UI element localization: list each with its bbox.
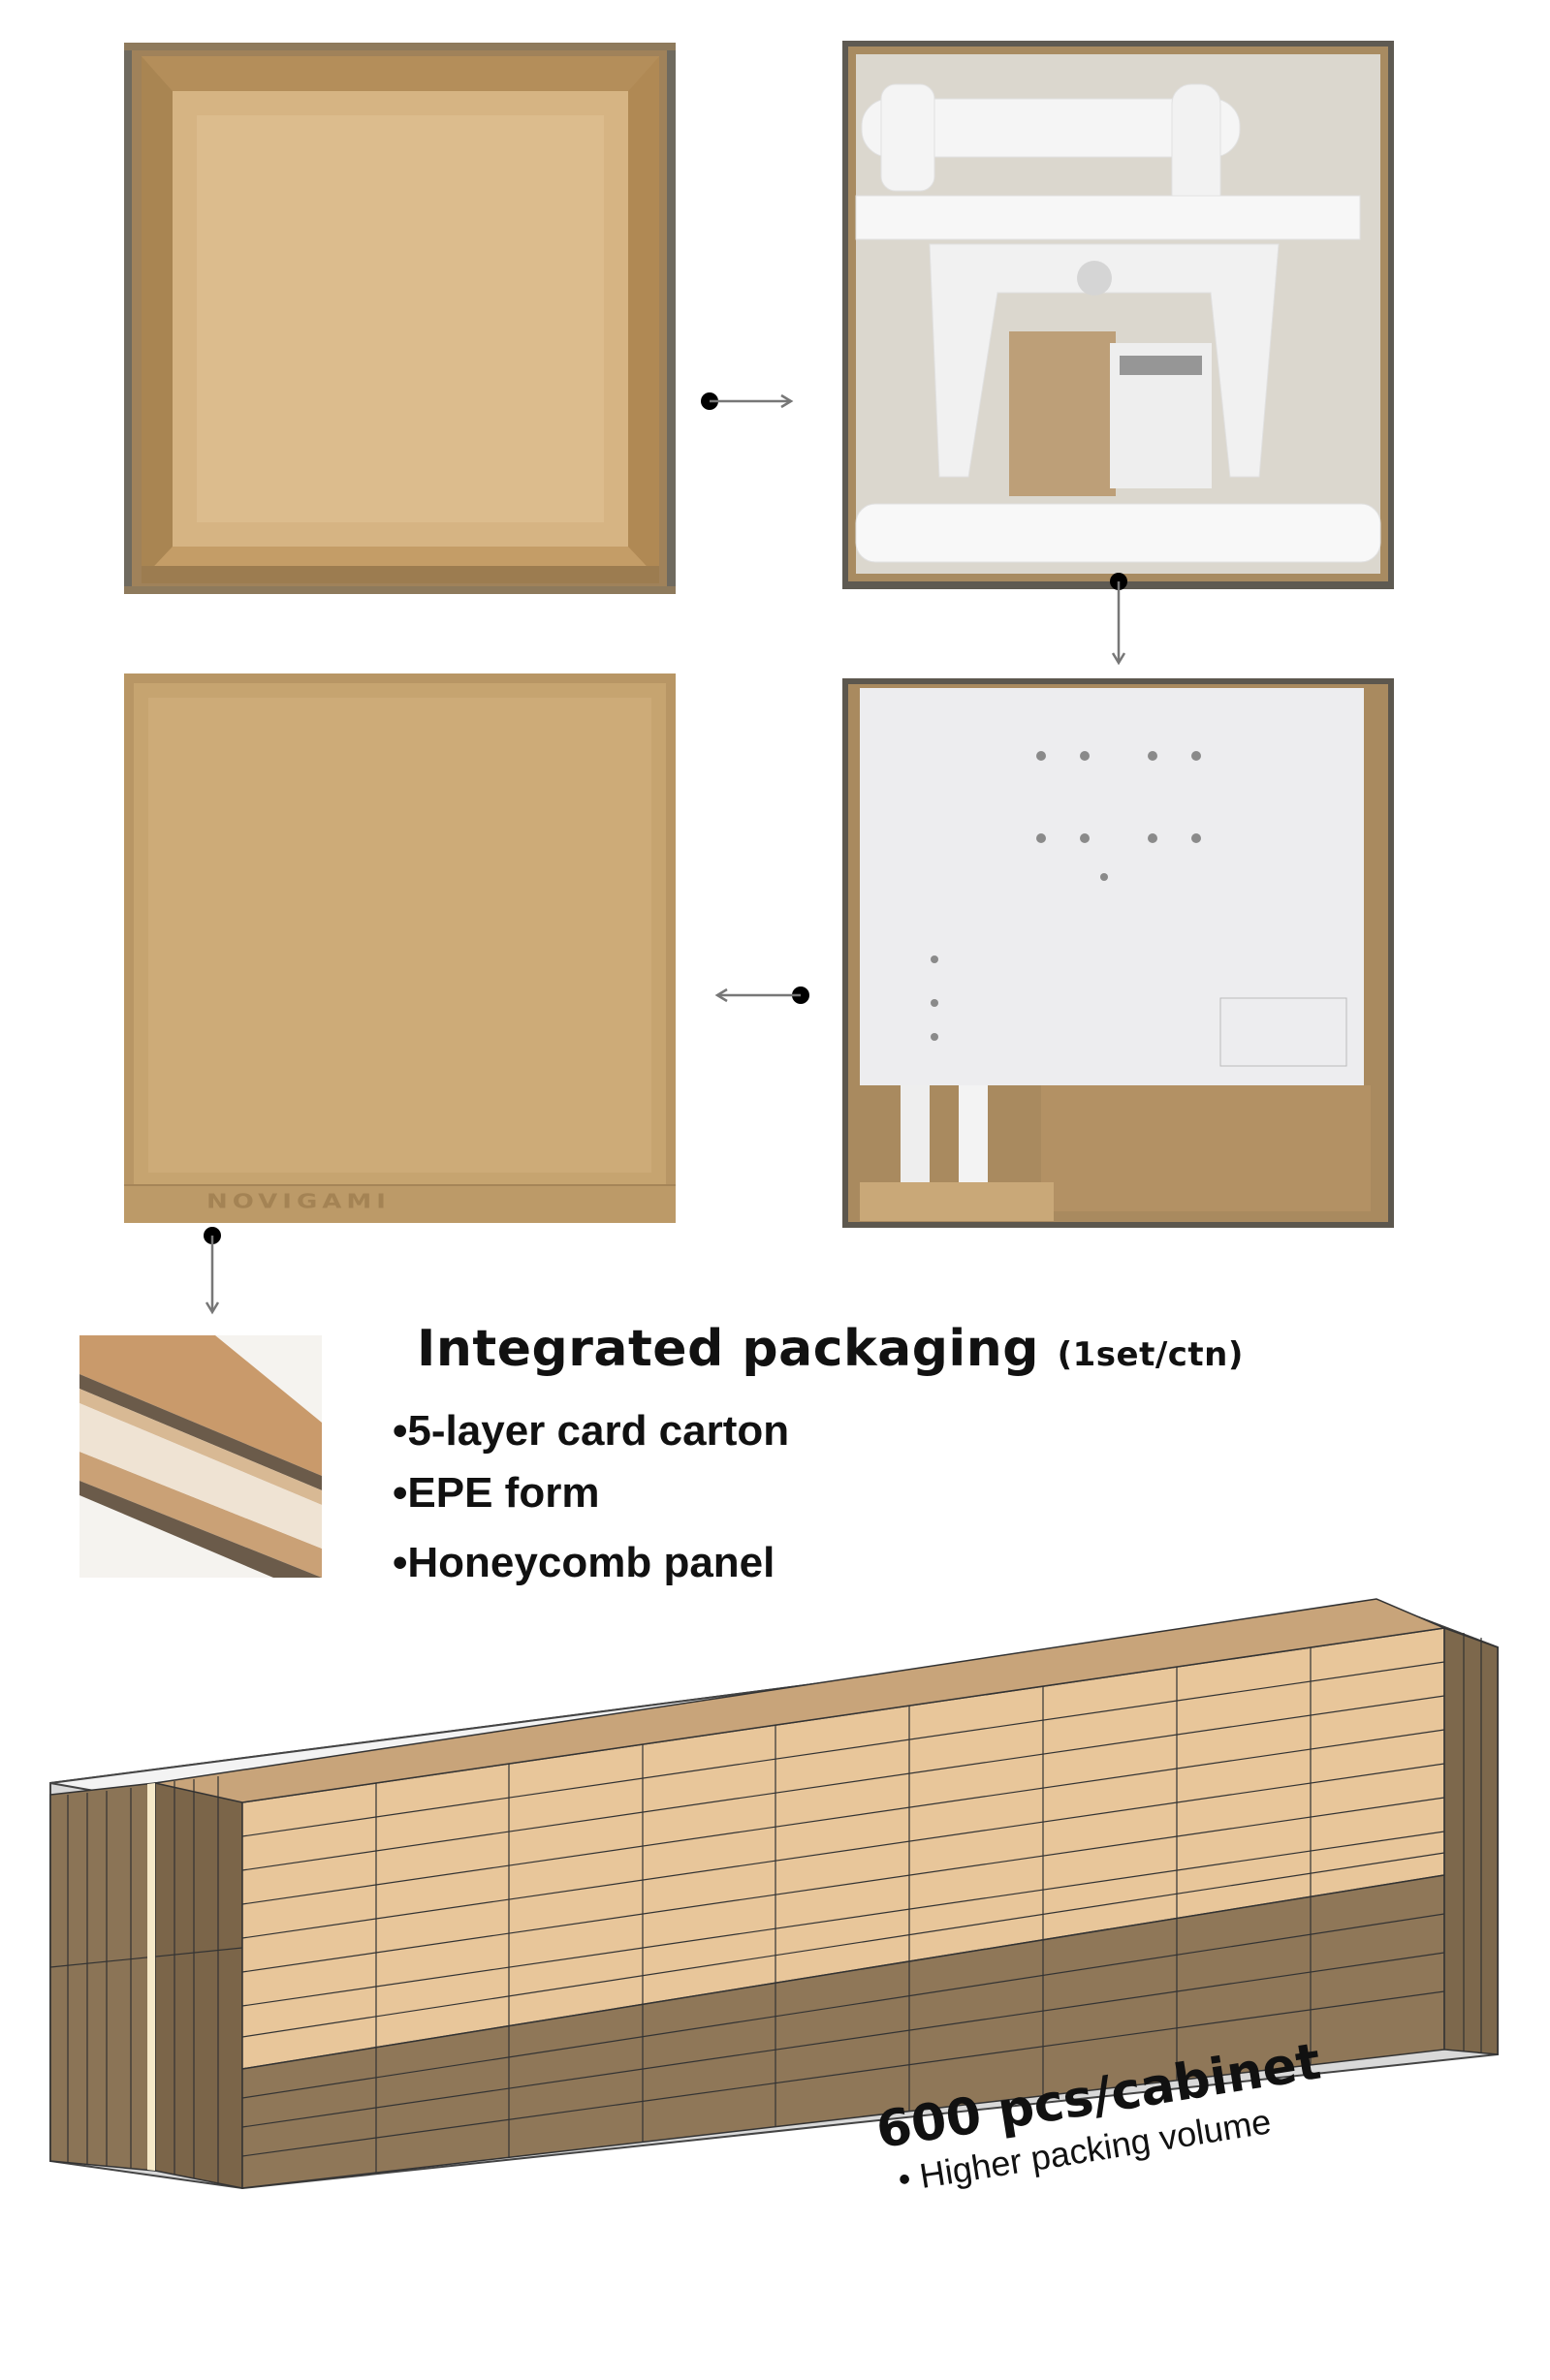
packaging-subtitle: (1set/ctn) <box>1057 1335 1244 1374</box>
desktop-panel-photo <box>842 678 1394 1228</box>
arrow-down-1 <box>1110 573 1127 666</box>
bullet-carton: •5-layer card carton <box>393 1407 790 1455</box>
packaging-title-text: Integrated packaging <box>417 1320 1039 1378</box>
honeycomb-closeup-photo <box>79 1335 322 1578</box>
arrow-right <box>701 392 794 410</box>
bullet-honeycomb: •Honeycomb panel <box>393 1539 775 1586</box>
sealed-carton-photo: NOVIGAMI <box>124 673 676 1223</box>
packaging-title: Integrated packaging (1set/ctn) <box>417 1320 1244 1378</box>
arrow-left <box>714 986 809 1004</box>
product-marking: NOVIGAMI <box>206 1190 391 1213</box>
bullet-epe: •EPE form <box>393 1469 600 1517</box>
arrow-down-2 <box>204 1227 221 1315</box>
epe-foam-photo <box>842 41 1394 589</box>
empty-carton-photo <box>124 43 676 594</box>
bullet-honeycomb-clip: •Honeycomb panel <box>393 1539 809 1607</box>
container-illustration <box>49 1598 1499 2190</box>
